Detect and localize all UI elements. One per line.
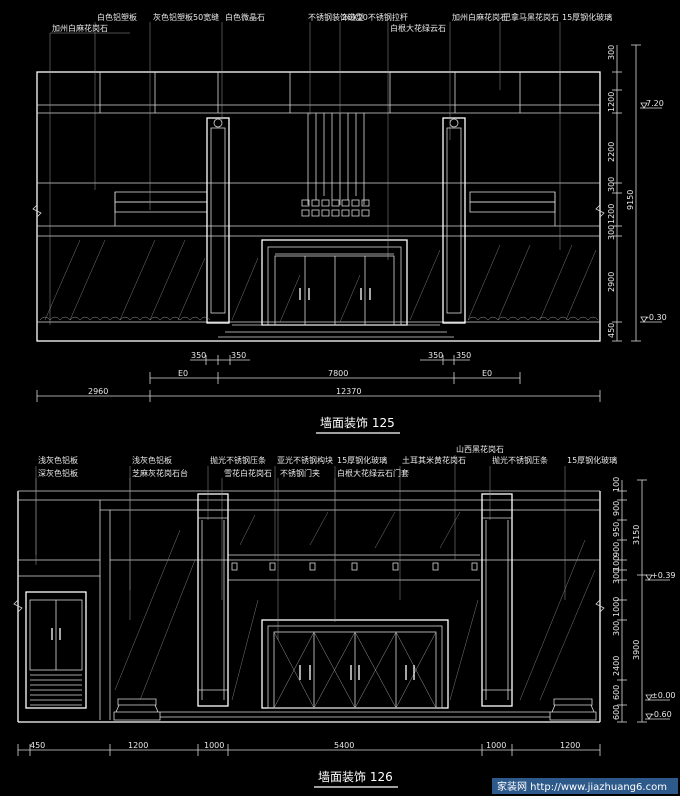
watermark: 家装网 http://www.jiazhuang6.com	[492, 778, 678, 794]
dim-text: 2960	[88, 387, 108, 396]
dim-text: 1200	[560, 741, 580, 750]
dim-text: 100	[612, 556, 621, 571]
dim-text: 350	[428, 351, 443, 360]
label-white-crystallite: 白色微晶石	[225, 12, 265, 22]
dim-text: 600	[612, 685, 621, 700]
dim-text: 2900	[607, 272, 616, 292]
label-dark-grey-alu: 深灰色铝板	[38, 468, 78, 478]
dim-total: 3900	[632, 640, 641, 660]
stainless-rod-feature	[301, 113, 370, 217]
label-white-alu-panel: 白色铝塑板	[97, 12, 137, 22]
label-stainless-rod: 20X20不锈钢拉杆	[342, 12, 408, 22]
level-text: +0.39	[651, 571, 676, 580]
dim-text: 300	[612, 569, 621, 584]
drawing-title-126: 墙面装饰 126	[318, 770, 393, 784]
label-shanxi-black: 山西黑花岗石	[456, 444, 504, 454]
right-dimensions-126: 100 900 950 900 100 300 1000 300 2400 60…	[612, 477, 641, 720]
level-text: 7.20	[646, 99, 664, 108]
dim-text: E0	[178, 369, 188, 378]
elevation-125: 白色铝塑板 灰色铝塑板50宽缝 白色微晶石 不锈钢装饰造型 20X20不锈钢拉杆…	[32, 12, 667, 434]
drawing-title-125: 墙面装饰 125	[320, 416, 395, 430]
dim-text: 300	[607, 225, 616, 240]
label-light-grey-alu-2: 浅灰色铝板	[132, 455, 172, 465]
dim-text: 350	[231, 351, 246, 360]
dim-text: E0	[482, 369, 492, 378]
material-labels-126: 山西黑花岗石 浅灰色铝板 深灰色铝板 浅灰色铝板 芝麻灰花岗石台 抛光不锈钢压条…	[38, 444, 617, 478]
right-dimensions-125: 300 1200 2200 300 1200 300 2900 450 9150	[607, 45, 635, 338]
material-labels-125: 白色铝塑板 灰色铝塑板50宽缝 白色微晶石 不锈钢装饰造型 20X20不锈钢拉杆…	[52, 12, 612, 33]
dim-text: 300	[607, 177, 616, 192]
bottom-dimensions-126: 450 1200 1000 5400 1000 1200	[30, 741, 580, 750]
dim-total: 9150	[626, 190, 635, 210]
dim-text: 1200	[607, 92, 616, 112]
dim-total: 3150	[632, 525, 641, 545]
dim-text: 2400	[612, 656, 621, 676]
label-door-frame: 白根大花绿云石门套	[337, 468, 409, 478]
dim-text: 450	[30, 741, 45, 750]
dim-text: 5400	[334, 741, 354, 750]
level-marks-126: +0.39 ±0.00 -0.60	[645, 571, 676, 720]
dim-text: 350	[456, 351, 471, 360]
label-california-white-left: 加州白麻花岗石	[52, 23, 108, 33]
entrance-stairs	[30, 674, 82, 706]
dim-text: 12370	[336, 387, 361, 396]
label-glass: 15厚钢化玻璃	[337, 455, 387, 465]
level-text: -0.60	[651, 710, 672, 719]
watermark-text: 家装网 http://www.jiazhuang6.com	[497, 780, 667, 793]
label-snow-white: 雪花白花岗石	[224, 468, 272, 478]
level-marks-125: 7.20 -0.30	[640, 99, 667, 323]
dim-text: 1000	[486, 741, 506, 750]
level-text: -0.30	[646, 313, 667, 322]
label-stainless-feature: 不锈钢装饰造型	[308, 12, 364, 22]
label-california-white: 加州白麻花岗石	[452, 12, 508, 22]
dim-text: 350	[191, 351, 206, 360]
dim-text: 2200	[607, 142, 616, 162]
label-turkish-beige: 土耳其米黄花岗石	[402, 455, 466, 465]
label-sesame-grey: 芝麻灰花岗石台	[132, 468, 188, 478]
dim-text: 1200	[128, 741, 148, 750]
label-polished-strip-2: 抛光不锈钢压条	[492, 455, 548, 465]
label-green-cloud: 白根大花绿云石	[390, 23, 446, 33]
dim-text: 1200	[607, 204, 616, 224]
dim-text: 7800	[328, 369, 348, 378]
dim-text: 100	[612, 477, 621, 492]
label-glass-2: 15厚钢化玻璃	[567, 455, 617, 465]
bottom-dimensions-125: 350 350 350 350 E0 7800 E0 2960 12370	[88, 351, 492, 396]
label-grey-alu-panel: 灰色铝塑板50宽缝	[153, 12, 219, 22]
dim-text: 300	[607, 45, 616, 60]
dim-text: 600	[612, 705, 621, 720]
label-door-clip: 不锈钢门夹	[280, 468, 320, 478]
label-matte-block: 亚光不锈钢构块	[277, 455, 333, 465]
dim-text: 1000	[204, 741, 224, 750]
dim-text: 1000	[612, 597, 621, 617]
label-light-grey-alu: 浅灰色铝板	[38, 455, 78, 465]
dim-text: 900	[612, 501, 621, 516]
spotlights	[231, 562, 478, 571]
level-text: ±0.00	[651, 691, 676, 700]
label-polished-strip: 抛光不锈钢压条	[210, 455, 266, 465]
dim-text: 950	[612, 522, 621, 537]
dim-text: 450	[607, 323, 616, 338]
label-tempered-glass: 15厚钢化玻璃	[562, 12, 612, 22]
dim-text: 300	[612, 621, 621, 636]
elevation-126: 山西黑花岗石 浅灰色铝板 深灰色铝板 浅灰色铝板 芝麻灰花岗石台 抛光不锈钢压条…	[13, 444, 676, 788]
dim-text: 900	[612, 542, 621, 557]
label-panama-black: 巴拿马黑花岗石	[503, 12, 559, 22]
glass-hatch	[44, 239, 597, 323]
